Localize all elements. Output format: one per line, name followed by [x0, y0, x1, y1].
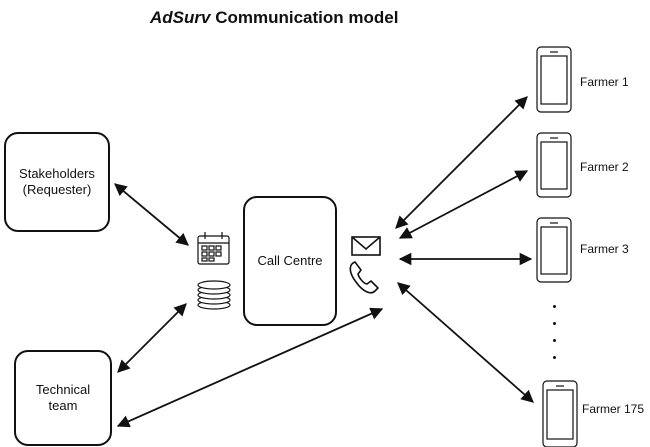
- technical-team-label: Technical team: [35, 382, 91, 413]
- arrow-technical-tools: [117, 303, 187, 373]
- mobile-phone-icon: [542, 380, 578, 447]
- ellipsis-dot: [553, 305, 556, 308]
- arrow-stakeholders-tools: [114, 183, 189, 246]
- farmer-2-label: Farmer 2: [580, 160, 629, 174]
- farmer-1-label: Farmer 1: [580, 75, 629, 89]
- arrow-farmer1: [395, 96, 528, 229]
- database-icon: [197, 280, 231, 310]
- ellipsis-dot: [553, 322, 556, 325]
- ellipsis-dot: [553, 339, 556, 342]
- diagram-title: AdSurv Communication model: [150, 8, 398, 28]
- farmer-175-label: Farmer 175: [582, 402, 645, 416]
- envelope-icon: [351, 236, 381, 256]
- calendar-icon: [197, 232, 230, 265]
- arrow-farmer2: [398, 170, 529, 239]
- ellipsis-dot: [553, 356, 556, 359]
- title-rest: Communication model: [215, 8, 399, 27]
- stakeholders-label: Stakeholders (Requester): [19, 166, 95, 197]
- farmer-3-label: Farmer 3: [580, 242, 629, 256]
- technical-team-node: Technical team: [14, 350, 112, 446]
- arrow-technical-phone: [116, 307, 384, 428]
- mobile-phone-icon: [536, 132, 572, 198]
- stakeholders-node: Stakeholders (Requester): [4, 132, 110, 232]
- mobile-phone-icon: [536, 217, 572, 283]
- call-centre-node: Call Centre: [243, 196, 337, 326]
- mobile-phone-icon: [536, 46, 572, 113]
- call-centre-label: Call Centre: [257, 253, 323, 268]
- title-brand: AdSurv: [150, 8, 211, 27]
- arrow-farmer175: [397, 282, 534, 403]
- phone-icon: [349, 261, 379, 294]
